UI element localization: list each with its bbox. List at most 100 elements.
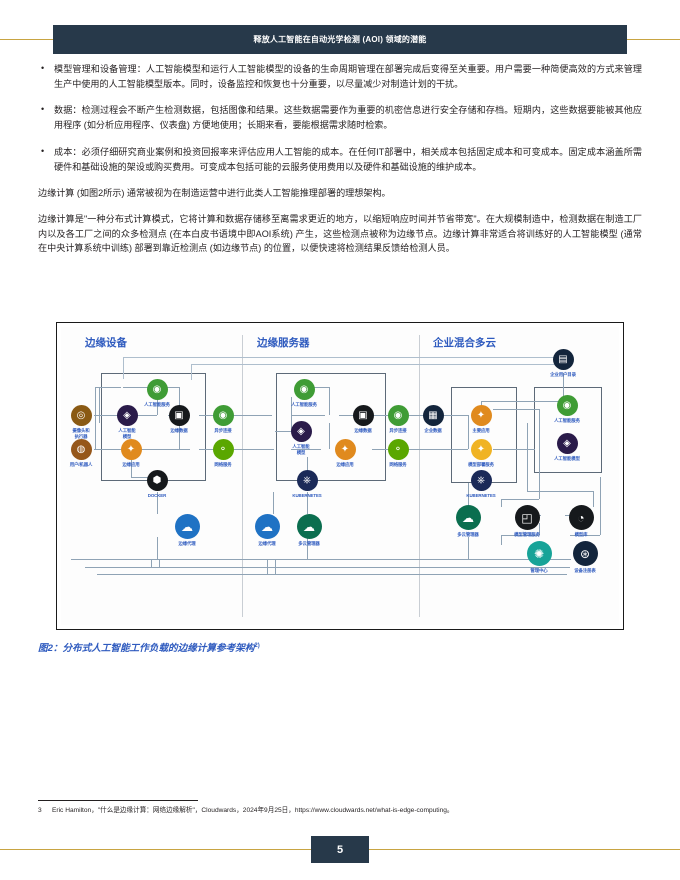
- node-label: 模型部署服务: [468, 462, 494, 467]
- connector: [307, 457, 308, 475]
- connector: [444, 415, 468, 416]
- connector: [199, 415, 223, 416]
- enterprise-ai-group-box: [534, 387, 602, 473]
- connector: [234, 415, 272, 416]
- user-robot-icon: ◍: [70, 439, 92, 460]
- column-divider: [242, 335, 243, 617]
- node-user-robot: ◍ 用户/机器人: [59, 439, 103, 468]
- node-network-service-2: ⚬ 网络服务: [376, 439, 420, 468]
- connector: [159, 559, 160, 567]
- management-center-icon: ✺: [526, 541, 552, 566]
- connector: [593, 491, 594, 507]
- node-label: 设备注册表: [574, 568, 596, 573]
- node-label: 边缘应用: [336, 462, 354, 467]
- connector: [275, 559, 276, 574]
- node-async-link-2: ◉ 异步连接: [376, 405, 420, 434]
- connector: [133, 449, 190, 450]
- node-label: DOCKER: [147, 493, 167, 498]
- column-title-edge-server: 边缘服务器: [257, 337, 310, 349]
- node-label: 人工智能模型: [118, 428, 136, 439]
- node-main-application: ✦ 主要应用: [459, 405, 503, 434]
- connector: [409, 415, 433, 416]
- node-docker: ⬢ DOCKER: [135, 470, 179, 499]
- model-deploy-icon: ✦: [470, 439, 492, 460]
- node-label: 管理中心: [530, 568, 548, 573]
- connector: [291, 449, 321, 450]
- ai-model-icon: ◈: [290, 421, 312, 442]
- node-label: 边缘数据: [354, 428, 372, 433]
- connector: [234, 449, 274, 450]
- node-ai-service-edge-server: ◉ 人工智能服务: [282, 379, 326, 408]
- ai-model-icon: ◈: [556, 433, 578, 454]
- multicloud-manager-icon: ☁: [455, 505, 481, 530]
- node-camera-actuator: ◎ 摄像头和执行器: [59, 405, 103, 439]
- edge-app-icon: ✦: [120, 439, 142, 460]
- figure-2-diagram: 边缘设备 边缘服务器 企业混合多云: [56, 322, 624, 630]
- column-divider: [419, 335, 420, 617]
- connector: [151, 559, 152, 567]
- node-multicloud-manager-enterprise: ☁ 多云管理器: [446, 505, 490, 538]
- connector: [133, 415, 157, 416]
- figure-caption-superscript: 2): [254, 642, 260, 649]
- node-label: KUBERNETES: [292, 493, 322, 498]
- edge-agent-icon: ☁: [174, 514, 200, 539]
- connector: [527, 491, 593, 492]
- footnote: 3 Eric Hamilton，"什么是边缘计算：网络边缘解析"，Cloudwa…: [38, 806, 608, 816]
- connector: [95, 387, 121, 388]
- edge-app-icon: ✦: [334, 439, 356, 460]
- connector: [501, 499, 502, 507]
- edge-server-group-box: [276, 373, 386, 481]
- node-label: KUBERNETES: [466, 493, 496, 498]
- enterprise-directory-icon: ▤: [552, 349, 574, 370]
- footnote-number: 3: [38, 807, 42, 814]
- diagram-canvas: 边缘设备 边缘服务器 企业混合多云: [61, 327, 619, 625]
- node-label: 网络服务: [389, 462, 407, 467]
- connector: [157, 537, 158, 559]
- node-edge-app-server: ✦ 边缘应用: [323, 439, 367, 468]
- header-title-box: 释放人工智能在自动光学检测 (AOI) 领域的潜能: [53, 25, 627, 54]
- connector: [501, 535, 502, 545]
- node-label: 人工智能模型: [292, 444, 310, 455]
- connector: [468, 415, 469, 449]
- connector: [329, 387, 330, 415]
- connector: [179, 423, 180, 449]
- paragraph: 边缘计算是"一种分布式计算模式，它将计算和数据存储移至离需求更近的地方，以缩短响…: [38, 214, 642, 254]
- connector: [99, 387, 100, 423]
- footnote-divider: [38, 800, 198, 801]
- connector: [372, 415, 398, 416]
- camera-actuator-icon: ◎: [70, 405, 92, 426]
- node-edge-agent-device: ☁ 边缘代理: [165, 514, 209, 547]
- connector: [291, 415, 325, 416]
- node-edge-data-server: ▣ 边缘数据: [341, 405, 385, 434]
- connector: [191, 364, 561, 365]
- node-label: 企业数据: [424, 428, 442, 433]
- connector: [123, 357, 124, 379]
- edge-data-icon: ▣: [168, 405, 190, 426]
- connector: [468, 483, 469, 505]
- node-label: 模型库: [574, 532, 588, 537]
- node-label: 多云管理器: [298, 541, 320, 546]
- connector: [501, 535, 539, 536]
- connector: [291, 397, 292, 431]
- connector: [71, 559, 571, 560]
- connector: [339, 415, 363, 416]
- async-link-icon: ◉: [387, 405, 409, 426]
- node-async-link-1: ◉ 异步连接: [201, 405, 245, 434]
- node-enterprise-user-directory: ▤ 企业用户目录: [541, 349, 585, 378]
- page-number-box: 5: [311, 836, 369, 863]
- node-label: 摄像头和执行器: [72, 428, 90, 439]
- column-title-edge-device: 边缘设备: [85, 337, 127, 349]
- connector: [493, 449, 535, 450]
- node-ai-model-edge-device: ◈ 人工智能模型: [105, 405, 149, 439]
- connector: [97, 574, 567, 575]
- connector: [493, 409, 539, 410]
- column-title-enterprise-cloud: 企业混合多云: [433, 337, 496, 349]
- kubernetes-icon: ⎈: [470, 470, 492, 491]
- connector: [329, 423, 330, 449]
- node-enterprise-data: ▦ 企业数据: [411, 405, 455, 434]
- page-number: 5: [336, 843, 344, 856]
- node-multicloud-manager-server: ☁ 多云管理器: [287, 514, 331, 547]
- node-kubernetes-server: ⎈ KUBERNETES: [285, 470, 329, 499]
- connector: [131, 477, 157, 478]
- edge-agent-icon: ☁: [254, 514, 280, 539]
